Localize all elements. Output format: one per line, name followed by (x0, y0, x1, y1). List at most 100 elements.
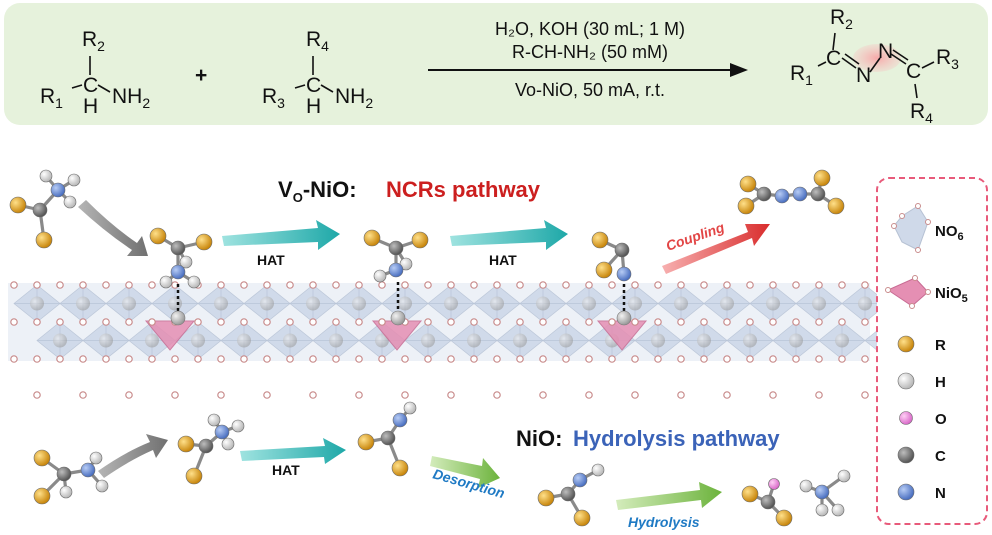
r-group-atom (813, 169, 831, 187)
reaction-arrow (428, 63, 748, 77)
r-group-atom (537, 489, 555, 507)
r-group-atom (195, 233, 213, 251)
hydrogen-atom (221, 437, 235, 451)
carbon-atom (388, 240, 404, 256)
coupling-arrow: Coupling (662, 219, 770, 274)
nitrogen-atom (792, 186, 808, 202)
conditions-line-2: R-CH-NH₂ (50 mM) (512, 42, 668, 62)
legend-label: C (935, 448, 946, 465)
lattice-oxygens (10, 281, 869, 399)
carbon-atom (380, 430, 396, 446)
svg-text:NO6: NO6 (935, 223, 964, 243)
svg-text:R1: R1 (40, 85, 63, 111)
nn-highlight (853, 44, 901, 72)
r-group-atom (33, 487, 51, 505)
r-group-atom (391, 459, 409, 477)
hydrogen-atom (815, 503, 829, 517)
r-group-atom (35, 231, 53, 249)
adsorption-arrow-bottom (98, 434, 168, 478)
product-azine: R2 C R1 N N C R3 R4 (790, 6, 959, 126)
hydrogen-atom (39, 169, 53, 183)
svg-text:C: C (306, 74, 321, 97)
legend-label: R (935, 337, 946, 354)
hydrogen-atom (179, 255, 193, 269)
oxygen-atom (768, 478, 780, 490)
legend-oxygen-atom (899, 411, 913, 425)
r-group-atom (737, 197, 755, 215)
hydrogen-atom (591, 463, 605, 477)
svg-text:HAT: HAT (489, 252, 517, 268)
hydrogen-atom (95, 479, 109, 493)
hydrogen-atom (63, 195, 77, 209)
svg-text:H: H (83, 95, 98, 118)
plus-sign: + (195, 64, 207, 87)
r-group-atom (827, 197, 845, 215)
adsorption-arrow-top (78, 200, 148, 256)
svg-text:R4: R4 (910, 100, 933, 126)
r-group-atom (411, 231, 429, 249)
nitrogen-atom (814, 484, 830, 500)
svg-text:NH2: NH2 (112, 85, 150, 111)
legend-label: N (935, 485, 946, 502)
svg-text:VO-NiO:: VO-NiO: (278, 177, 357, 205)
carbonyl-product (741, 478, 793, 527)
svg-text:R2: R2 (830, 6, 853, 32)
svg-text:R3: R3 (262, 85, 285, 111)
carbon-atom (198, 438, 214, 454)
r-group-atom (33, 449, 51, 467)
carbon-atom (614, 242, 630, 258)
azine-product (737, 169, 845, 215)
nitrogen-atom (392, 412, 408, 428)
vacancy-sites (144, 320, 648, 351)
hydrogen-atom (67, 173, 81, 187)
nitrogen-atom (214, 424, 230, 440)
legend-nitrogen-atom (897, 483, 915, 501)
svg-text:R4: R4 (306, 28, 329, 54)
reaction-scheme: R2 C R1 H NH2 + R4 C R3 H NH2 H₂O, KOH (… (4, 3, 988, 126)
legend-label: H (935, 374, 946, 391)
amine-free-bottom (33, 449, 109, 505)
svg-text:NiO:: NiO: (516, 426, 562, 451)
nitrogen-atom (774, 188, 790, 204)
svg-text:R1: R1 (790, 62, 813, 88)
hat-arrow-top-2: HAT (450, 220, 568, 268)
hydrogen-atom (837, 469, 851, 483)
r-group-atom (363, 229, 381, 247)
svg-text:N: N (856, 64, 871, 87)
nitrogen-atom (170, 264, 186, 280)
conditions-line-1: H₂O, KOH (30 mL; 1 M) (495, 19, 685, 39)
svg-text:R3: R3 (936, 46, 959, 72)
r-group-atom (591, 231, 609, 249)
oxygen-vacancy-site (144, 320, 196, 351)
r-group-atom (149, 227, 167, 245)
catalyst-slab (8, 281, 912, 399)
legend-label: O (935, 411, 947, 428)
hydrogen-atom (89, 451, 103, 465)
r-group-atom (741, 485, 759, 503)
legend-r-group-atom (897, 335, 915, 353)
hydrogen-atom (187, 275, 201, 289)
svg-text:C: C (826, 47, 841, 70)
nitrogen-atom (80, 462, 96, 478)
svg-text:C: C (906, 60, 921, 83)
svg-text:C: C (83, 74, 98, 97)
reactant-1: R2 C R1 H NH2 (40, 28, 150, 118)
reactant-2: R4 C R3 H NH2 (262, 28, 373, 118)
conditions-line-3: Vo-NiO, 50 mA, r.t. (515, 80, 665, 100)
hydrogen-atom (207, 413, 221, 427)
hat-arrow-bottom: HAT (240, 438, 346, 478)
carbon-atom (760, 494, 776, 510)
nitrogen-atom (50, 182, 66, 198)
ncrs-pathway-label: NCRs pathway (386, 177, 541, 202)
nickel-site (170, 310, 186, 326)
hydrogen-atom (373, 269, 387, 283)
hydrogen-atom (159, 275, 173, 289)
reaction-background (4, 3, 988, 125)
carbon-atom (170, 240, 186, 256)
svg-text:NH2: NH2 (335, 85, 373, 111)
imine-adsorbed (363, 229, 429, 283)
nitrogen-atom (616, 266, 632, 282)
imine-desorbed (537, 463, 605, 527)
